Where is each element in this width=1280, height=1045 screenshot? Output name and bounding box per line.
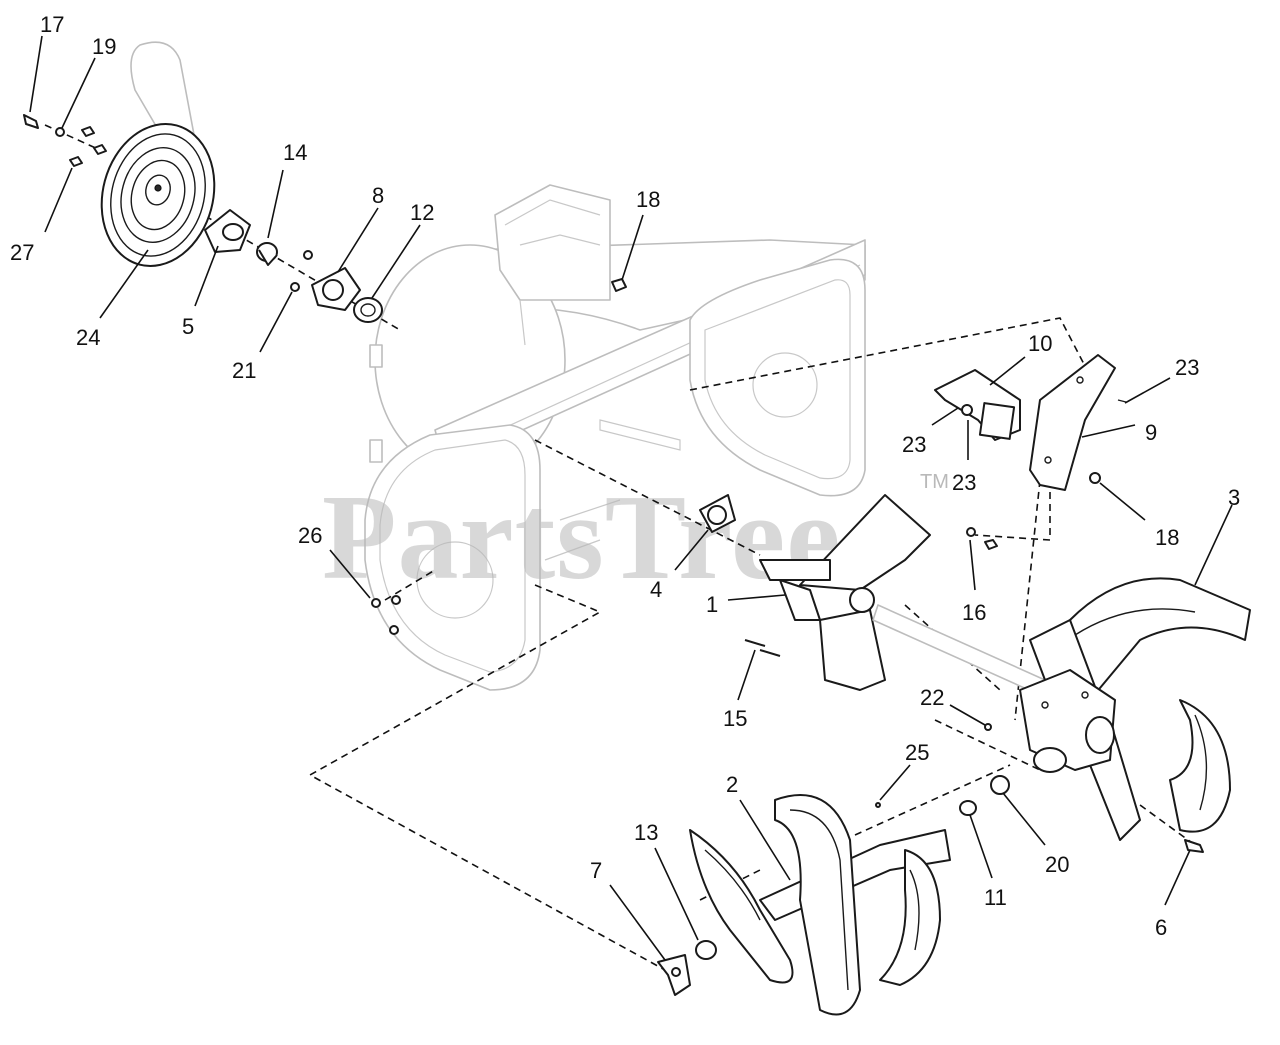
pins-15 (744, 639, 781, 657)
callout-7: 7 (590, 858, 602, 883)
bushing-13 (695, 940, 717, 960)
bolts-small (23, 114, 107, 167)
callout-18-right: 18 (1155, 525, 1179, 550)
bearing-7 (657, 954, 691, 996)
callout-18-top: 18 (636, 187, 660, 212)
callout-10: 10 (1028, 331, 1052, 356)
nuts-21 (290, 250, 313, 292)
bracket-9 (1029, 354, 1127, 491)
callout-27: 27 (10, 240, 34, 265)
callout-8: 8 (372, 183, 384, 208)
callout-25: 25 (905, 740, 929, 765)
small-parts-right (875, 723, 1204, 853)
callout-24: 24 (76, 325, 100, 350)
callout-4: 4 (650, 577, 662, 602)
spacer-14 (256, 242, 278, 266)
callout-20: 20 (1045, 852, 1069, 877)
bearing-flange-5 (204, 209, 251, 253)
bracket-10 (934, 369, 1021, 441)
callout-2: 2 (726, 772, 738, 797)
callout-19: 19 (92, 34, 116, 59)
callout-22: 22 (920, 685, 944, 710)
callout-23-center: 23 (952, 470, 976, 495)
bolts-26 (371, 595, 401, 635)
callout-5: 5 (182, 314, 194, 339)
callout-11: 11 (984, 885, 1007, 910)
impeller-1 (759, 494, 931, 691)
callout-23-right: 23 (1175, 355, 1199, 380)
callout-23-left: 23 (902, 432, 926, 457)
gearbox (1019, 669, 1116, 773)
belt-and-pulley (100, 41, 216, 267)
callout-17: 17 (40, 12, 64, 37)
bearing-12 (353, 297, 383, 323)
callout-6: 6 (1155, 915, 1167, 940)
callout-labels: 17 19 27 24 5 14 21 8 12 18 10 23 23 23 … (10, 12, 1240, 940)
callout-26: 26 (298, 523, 322, 548)
callout-16: 16 (962, 600, 986, 625)
callout-14: 14 (283, 140, 307, 165)
bearing-flange-4 (699, 494, 736, 533)
leader-lines (29, 35, 1233, 961)
auger-housing (364, 184, 866, 691)
callout-9: 9 (1145, 420, 1157, 445)
bearing-plate-8 (311, 267, 361, 311)
small-fasteners-16 (966, 527, 998, 550)
watermark-text: PartsTree (322, 470, 841, 605)
auger-2 (689, 794, 951, 1016)
callout-15: 15 (723, 706, 747, 731)
callout-13: 13 (634, 820, 658, 845)
bolt-18-top (611, 278, 627, 292)
watermark-trademark: TM (920, 471, 949, 493)
callout-3: 3 (1228, 485, 1240, 510)
callout-1: 1 (706, 592, 718, 617)
callout-21: 21 (232, 358, 256, 383)
shaft-assembly (872, 604, 1046, 696)
callout-12: 12 (410, 200, 434, 225)
